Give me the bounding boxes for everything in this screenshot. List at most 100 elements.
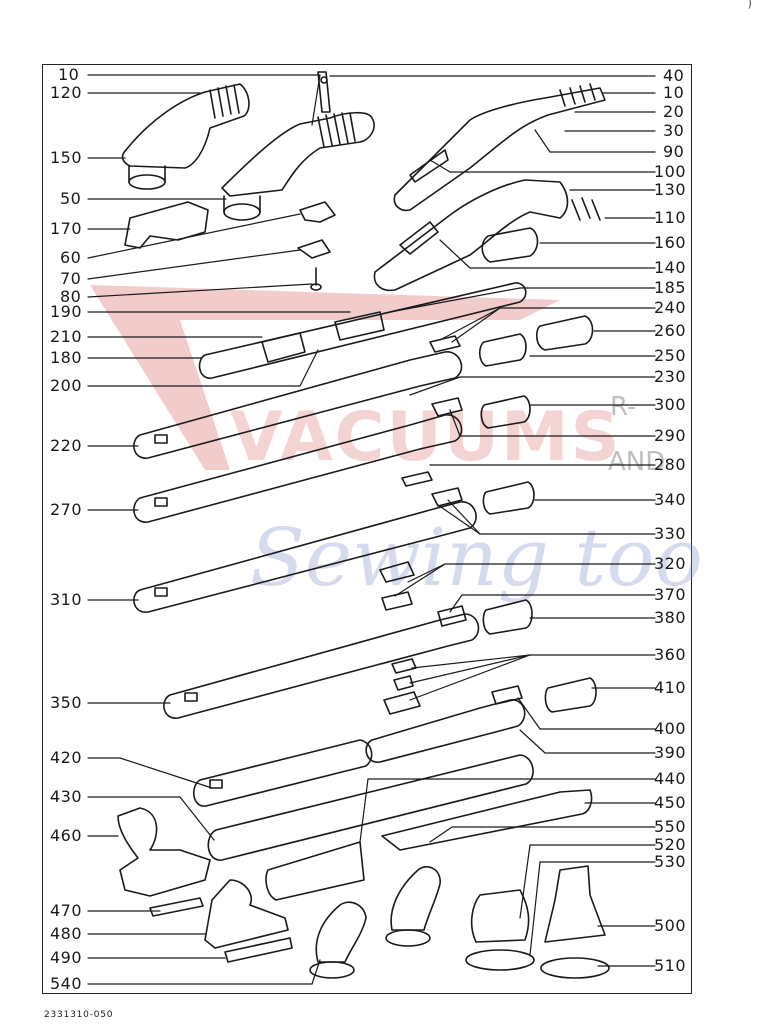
- part-370-latch: [437, 605, 467, 627]
- label-210: 210: [50, 327, 83, 346]
- part-460-upholstery-nozzle: [117, 807, 211, 897]
- label-60: 60: [60, 248, 82, 267]
- part-140-handle: [373, 179, 601, 292]
- corner-mark: ): [747, 0, 752, 10]
- label-430: 430: [50, 787, 83, 806]
- label-50: 50: [60, 189, 82, 208]
- label-420: 420: [50, 748, 83, 767]
- label-160: 160: [654, 233, 687, 252]
- part-400-latch: [491, 685, 523, 705]
- label-500: 500: [654, 916, 687, 935]
- label-150: 150: [50, 148, 83, 167]
- label-270: 270: [50, 500, 83, 519]
- left-leader-lines: [87, 74, 351, 985]
- part-350-wand: [163, 613, 480, 719]
- part-310-wand: [133, 501, 477, 613]
- part-410-coupling: [544, 677, 597, 713]
- label-440: 440: [654, 769, 687, 788]
- label-170: 170: [50, 219, 83, 238]
- label-550: 550: [654, 817, 687, 836]
- part-340-coupling: [482, 481, 535, 515]
- label-490: 490: [50, 948, 83, 967]
- label-290: 290: [654, 426, 687, 445]
- label-540: 540: [50, 974, 83, 993]
- label-230: 230: [654, 367, 687, 386]
- label-330: 330: [654, 524, 687, 543]
- label-530: 530: [654, 852, 687, 871]
- label-185: 185: [654, 278, 687, 297]
- part-550-strip: [265, 841, 365, 901]
- document-number: 2331310-050: [44, 1010, 114, 1020]
- watermark-suffix2: AND: [608, 447, 665, 477]
- label-370: 370: [654, 585, 687, 604]
- watermark-word1: VACUUMS: [230, 398, 622, 477]
- part-330-latch: [431, 487, 463, 507]
- part-470-strip: [149, 897, 204, 917]
- part-430-tube: [207, 754, 534, 861]
- part-70-bracket: [297, 239, 331, 259]
- label-410: 410: [654, 678, 687, 697]
- label-120: 120: [50, 83, 83, 102]
- label-320: 320: [654, 554, 687, 573]
- label-190: 190: [50, 302, 83, 321]
- label-260: 260: [654, 321, 687, 340]
- label-40: 40: [663, 66, 685, 85]
- part-80-screw: [310, 267, 322, 291]
- part-390-wand: [365, 699, 526, 763]
- label-90: 90: [663, 142, 685, 161]
- part-530-round-brush: [465, 889, 535, 971]
- part-50-swivel-fitting: [221, 71, 375, 221]
- label-20: 20: [663, 102, 685, 121]
- label-280: 280: [654, 455, 687, 474]
- label-220: 220: [50, 436, 83, 455]
- part-250-coupling: [478, 333, 527, 367]
- part-220-wand: [133, 351, 463, 459]
- label-110: 110: [654, 208, 687, 227]
- part-450-crevice-tool: [381, 789, 593, 851]
- label-380: 380: [654, 608, 687, 627]
- label-300: 300: [654, 395, 687, 414]
- part-480-nozzle: [204, 879, 293, 963]
- part-170-clip: [124, 201, 209, 249]
- part-150-hose-adaptor: [121, 83, 250, 190]
- label-240: 240: [654, 298, 687, 317]
- label-30: 30: [663, 121, 685, 140]
- label-80: 80: [60, 287, 82, 306]
- label-480: 480: [50, 924, 83, 943]
- part-520-brush: [385, 866, 441, 947]
- label-10-left: 10: [58, 65, 80, 84]
- right-leader-lines: [329, 75, 656, 967]
- part-320-button: [379, 561, 415, 611]
- part-270-wand: [133, 414, 463, 523]
- part-260-coupling: [535, 315, 594, 351]
- label-310: 310: [50, 590, 83, 609]
- part-360-parts: [383, 658, 421, 715]
- part-500-dusting-brush: [540, 865, 610, 979]
- part-240-latch: [429, 335, 461, 353]
- label-510: 510: [654, 956, 687, 975]
- label-460: 460: [50, 826, 83, 845]
- label-130: 130: [654, 180, 687, 199]
- part-300-coupling: [480, 395, 531, 429]
- part-185-telescopic-tube: [198, 282, 527, 379]
- label-10-right: 10: [663, 83, 685, 102]
- label-180: 180: [50, 348, 83, 367]
- label-400: 400: [654, 719, 687, 738]
- part-60-bracket: [299, 201, 336, 223]
- part-540-brush: [309, 901, 367, 979]
- part-280-clip: [401, 471, 433, 487]
- part-100-handle: [393, 83, 606, 212]
- label-470: 470: [50, 901, 83, 920]
- label-450: 450: [654, 793, 687, 812]
- label-520: 520: [654, 835, 687, 854]
- diagram-frame: [42, 64, 692, 994]
- part-290-latch: [431, 397, 463, 417]
- label-340: 340: [654, 490, 687, 509]
- label-360: 360: [654, 645, 687, 664]
- label-200: 200: [50, 376, 83, 395]
- label-350: 350: [50, 693, 83, 712]
- label-100: 100: [654, 162, 687, 181]
- watermark-word2: Sewing too: [250, 511, 703, 604]
- label-70: 70: [60, 269, 82, 288]
